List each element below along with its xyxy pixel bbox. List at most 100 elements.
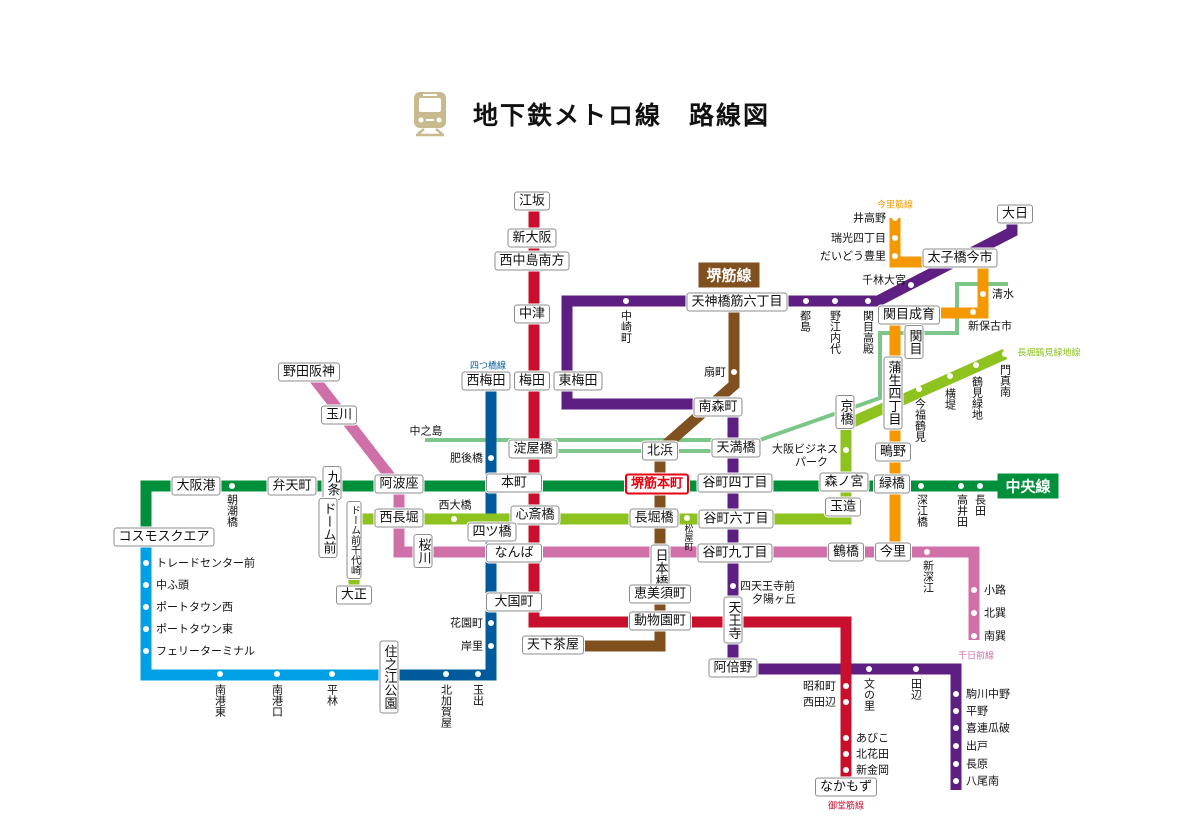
- station-label[interactable]: 野江内代: [828, 310, 842, 354]
- station-label[interactable]: 瑞光四丁目: [831, 231, 886, 245]
- station-label[interactable]: 岸里: [461, 639, 483, 653]
- station-label[interactable]: 長原: [966, 757, 988, 771]
- station-label[interactable]: 文の里: [862, 678, 876, 711]
- station-label[interactable]: 南港口: [270, 684, 284, 717]
- station-box[interactable]: 阿倍野: [708, 658, 758, 678]
- station-label[interactable]: 花園町: [450, 616, 483, 630]
- station-box[interactable]: 恵美須町: [628, 584, 692, 604]
- station-box[interactable]: 関目成育: [877, 305, 941, 325]
- station-box[interactable]: 鴫野: [874, 442, 912, 462]
- station-box[interactable]: 大阪港: [171, 476, 221, 496]
- station-box[interactable]: 西長堀: [374, 508, 424, 528]
- station-box[interactable]: なかもず: [814, 777, 878, 797]
- station-box[interactable]: 日本橋: [650, 544, 670, 592]
- station-box[interactable]: 新大阪: [507, 228, 557, 248]
- station-box[interactable]: 江坂: [513, 191, 551, 211]
- station-label[interactable]: 中ふ頭: [156, 578, 189, 592]
- station-label[interactable]: 中之島: [409, 424, 443, 438]
- station-box[interactable]: 阿波座: [374, 474, 424, 494]
- station-box[interactable]: 蒲生四丁目: [883, 356, 903, 430]
- station-label[interactable]: 南巽: [984, 629, 1006, 643]
- station-box[interactable]: 谷町四丁目: [697, 473, 773, 493]
- station-box[interactable]: 大正: [335, 585, 373, 605]
- station-label[interactable]: 肥後橋: [450, 451, 483, 465]
- station-label[interactable]: 北加賀屋: [439, 684, 453, 728]
- station-label[interactable]: パーク: [795, 455, 828, 469]
- station-box[interactable]: 西中島南方: [494, 251, 570, 271]
- station-box[interactable]: 弁天町: [267, 476, 317, 496]
- station-label[interactable]: 玉出: [471, 684, 485, 706]
- station-label[interactable]: 四天王寺前: [740, 579, 795, 593]
- station-box[interactable]: 太子橋今市: [922, 248, 998, 268]
- station-box[interactable]: 大日: [996, 204, 1034, 224]
- station-label[interactable]: 新金岡: [856, 763, 889, 777]
- station-box[interactable]: 長堀橋: [629, 508, 679, 528]
- station-label[interactable]: 新保古市: [968, 319, 1012, 333]
- station-label[interactable]: 今福鶴見: [913, 398, 927, 442]
- station-label[interactable]: 南港東: [213, 684, 227, 717]
- station-label[interactable]: 昭和町: [803, 679, 836, 693]
- station-box[interactable]: 動物園町: [628, 611, 692, 631]
- station-box[interactable]: 東梅田: [553, 371, 603, 391]
- station-label[interactable]: 門真南: [998, 364, 1012, 397]
- station-box[interactable]: 天下茶屋: [521, 635, 585, 655]
- station-label[interactable]: 中崎町: [619, 310, 633, 343]
- station-label[interactable]: 北花田: [856, 747, 889, 761]
- station-box[interactable]: 今里: [874, 542, 912, 562]
- station-box[interactable]: 北浜: [641, 441, 679, 461]
- station-label[interactable]: 八尾南: [966, 774, 999, 788]
- station-box[interactable]: 関目: [904, 325, 924, 359]
- station-label[interactable]: 平野: [966, 704, 988, 718]
- station-label[interactable]: 夕陽ヶ丘: [752, 592, 796, 606]
- station-label[interactable]: 西大橋: [438, 498, 472, 512]
- station-label[interactable]: 西田辺: [803, 695, 836, 709]
- station-box[interactable]: 南森町: [693, 397, 743, 417]
- station-label[interactable]: トレードセンター前: [156, 556, 255, 570]
- station-box[interactable]: 天神橋筋六丁目: [686, 292, 788, 312]
- station-label[interactable]: ポートタウン西: [156, 600, 233, 614]
- station-box[interactable]: 緑橋: [873, 474, 911, 494]
- station-label[interactable]: 高井田: [955, 494, 969, 527]
- station-box[interactable]: 天王寺: [723, 596, 743, 644]
- station-box[interactable]: 玉造: [824, 497, 862, 517]
- station-box[interactable]: 野田阪神: [277, 362, 341, 382]
- station-label[interactable]: 関目高殿: [861, 310, 875, 354]
- station-label[interactable]: だいどう豊里: [820, 249, 886, 263]
- station-label[interactable]: 駒川中野: [966, 687, 1010, 701]
- station-label[interactable]: ポートタウン東: [156, 622, 233, 636]
- station-box[interactable]: 天満橋: [711, 438, 761, 458]
- station-label[interactable]: 松屋町: [682, 524, 693, 551]
- station-box[interactable]: 堺筋本町: [624, 473, 690, 495]
- station-box[interactable]: ドーム前: [318, 498, 338, 558]
- station-label[interactable]: 鶴見緑地: [970, 376, 984, 420]
- station-box[interactable]: 四ツ橋: [467, 522, 517, 542]
- station-box[interactable]: 本町: [486, 473, 542, 493]
- station-box[interactable]: 桜川: [413, 534, 433, 568]
- station-label[interactable]: 平林: [325, 684, 339, 706]
- station-box[interactable]: 西梅田: [461, 371, 511, 391]
- station-label[interactable]: 井高野: [853, 211, 886, 225]
- station-box[interactable]: 鶴橋: [827, 542, 865, 562]
- station-label[interactable]: 田辺: [909, 678, 923, 700]
- station-label[interactable]: 扇町: [704, 365, 726, 379]
- station-label[interactable]: 大阪ビジネス: [772, 442, 838, 456]
- station-box[interactable]: 京橋: [835, 395, 855, 429]
- station-label[interactable]: 喜連瓜破: [966, 721, 1010, 735]
- station-label[interactable]: 深江橋: [915, 494, 929, 527]
- station-label[interactable]: 新深江: [921, 560, 935, 593]
- station-box[interactable]: 玉川: [320, 405, 358, 425]
- station-label[interactable]: 横堤: [943, 388, 957, 410]
- station-label[interactable]: 千林大宮: [862, 273, 906, 287]
- station-box[interactable]: 谷町六丁目: [698, 509, 774, 529]
- station-box[interactable]: 中津: [513, 304, 551, 324]
- station-label[interactable]: 北巽: [984, 606, 1006, 620]
- station-box[interactable]: 淀屋橋: [508, 439, 558, 459]
- station-label[interactable]: 小路: [984, 583, 1006, 597]
- station-label[interactable]: 清水: [992, 287, 1014, 301]
- station-box[interactable]: 住之江公園: [379, 640, 399, 714]
- station-box[interactable]: なんば: [486, 543, 542, 563]
- station-box[interactable]: 森ノ宮: [819, 472, 869, 492]
- station-box[interactable]: 心斎橋: [510, 505, 560, 525]
- station-label[interactable]: あびこ: [856, 731, 889, 745]
- station-box[interactable]: 大国町: [486, 592, 542, 612]
